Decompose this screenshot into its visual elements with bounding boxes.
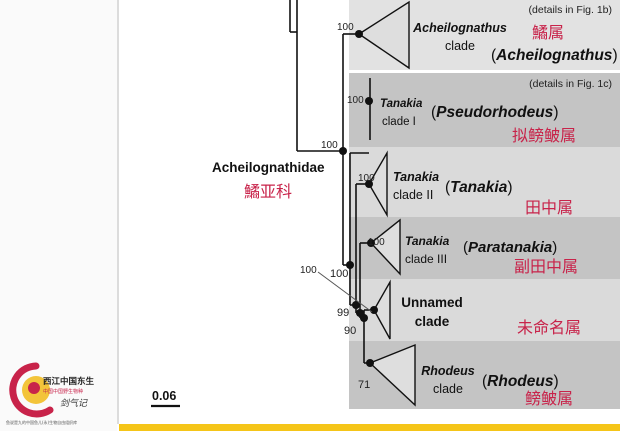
node-dot-inner xyxy=(346,261,354,269)
support-rhodeus: 71 xyxy=(358,379,370,391)
svg-text:鱼说是九的中国鱼儿(永)生物自由组织库: 鱼说是九的中国鱼儿(永)生物自由组织库 xyxy=(6,419,77,425)
genus-acheilognathus-line: (Acheilognathus) xyxy=(491,47,618,64)
node-dot-rhodeus-base xyxy=(360,314,368,322)
genus-rhodeus-line: (Rhodeus) xyxy=(482,373,559,390)
support-inner-node: 100 xyxy=(330,268,348,280)
clade-name-tanakia-iii: Tanakia xyxy=(405,234,450,248)
chinese-paratanakia: 副田中属 xyxy=(514,257,578,276)
triangle-acheilognathus xyxy=(357,0,410,70)
clade-word-tanakia-ii: clade II xyxy=(393,188,433,202)
triangle-rhodeus xyxy=(368,343,416,407)
node-dot-tanakia-clade-i xyxy=(365,97,373,105)
paren-open: ( xyxy=(445,179,451,196)
genus-pseudorhodeus-line: (Pseudorhodeus) xyxy=(431,104,558,121)
node-dot-99 xyxy=(352,301,360,309)
box-tanakia-clade-ii xyxy=(349,147,620,217)
chinese-unnamed: 未命名属 xyxy=(517,318,581,337)
left-margin-panel xyxy=(0,0,117,431)
details-note-fig-1b: (details in Fig. 1b) xyxy=(529,4,612,16)
clade-name-tanakia-ii: Tanakia xyxy=(393,170,439,184)
genus-pseudorhodeus: Pseudorhodeus xyxy=(436,104,554,121)
node-dot-family xyxy=(339,147,347,155)
genus-paratanakia-line: (Paratanakia) xyxy=(463,239,557,256)
support-node-99: 99 xyxy=(337,307,349,319)
svg-text:西江中国东生: 西江中国东生 xyxy=(43,376,95,387)
paren-close: ) xyxy=(507,179,512,196)
node-dot-tanakia-clade-ii xyxy=(365,180,373,188)
triangle-unnamed xyxy=(373,279,391,340)
family-chinese-name: 鱊亚科 xyxy=(244,183,292,201)
genus-rhodeus: Rhodeus xyxy=(487,373,554,390)
node-dots xyxy=(339,30,378,367)
box-unnamed xyxy=(349,279,620,341)
genus-paratanakia: Paratanakia xyxy=(468,239,552,256)
box-tanakia-clade-i xyxy=(349,73,620,147)
chinese-pseudorhodeus: 拟鳑鲏属 xyxy=(512,126,576,145)
support-tanakia-clade-ii: 100 xyxy=(358,173,375,184)
svg-text:剑气记: 剑气记 xyxy=(60,398,88,409)
node-dot-unnamed xyxy=(370,306,378,314)
left-divider xyxy=(117,0,119,424)
paren-open: ( xyxy=(431,104,437,121)
paren-close: ) xyxy=(553,373,558,390)
paren-close: ) xyxy=(552,239,557,256)
watermark-logo: 西江中国东生 中国中国野生物种 剑气记 鱼说是九的中国鱼儿(永)生物自由组织库 xyxy=(6,362,95,425)
support-tanakia-clade-i: 100 xyxy=(347,95,364,106)
clade-word-rhodeus: clade xyxy=(433,382,463,396)
scale-bar-label: 0.06 xyxy=(152,389,176,403)
clade-word-tanakia-iii: clade III xyxy=(405,252,447,266)
paren-open: ( xyxy=(482,373,488,390)
svg-text:中国中国野生物种: 中国中国野生物种 xyxy=(43,388,83,395)
bottom-accent-bar xyxy=(119,424,620,431)
support-acheilognathus: 100 xyxy=(337,22,354,33)
support-tanakia-clade-iii: 100 xyxy=(368,237,385,248)
triangle-tanakia-clade-ii xyxy=(368,150,388,218)
support-node-90: 90 xyxy=(344,325,356,337)
triangle-tanakia-clade-iii xyxy=(369,218,401,276)
clade-name-tanakia-i: Tanakia xyxy=(380,98,423,110)
clade-name-unnamed: Unnamed xyxy=(401,295,463,310)
paren-close: ) xyxy=(553,104,558,121)
node-dot-acheilognathus xyxy=(355,30,363,38)
genus-tanakia: Tanakia xyxy=(450,179,508,196)
chinese-tanakia: 田中属 xyxy=(525,198,573,217)
details-note-fig-1c: (details in Fig. 1c) xyxy=(529,78,612,90)
chinese-acheilognathus: 鱊属 xyxy=(532,23,564,42)
family-name: Acheilognathidae xyxy=(212,160,325,175)
clade-name-rhodeus: Rhodeus xyxy=(421,364,475,378)
support-callout: 100 xyxy=(300,265,317,276)
clade-word-tanakia-i: clade I xyxy=(382,116,416,128)
clade-triangles xyxy=(357,0,416,407)
node-dot-rhodeus xyxy=(366,359,374,367)
clade-name-acheilognathus: Acheilognathus xyxy=(412,21,507,35)
paren-open: ( xyxy=(491,47,497,64)
callout-leader-line xyxy=(317,271,373,313)
node-dot-tanakia-clade-iii xyxy=(367,239,375,247)
support-family-node: 100 xyxy=(321,140,338,151)
genus-acheilognathus: Acheilognathus xyxy=(495,47,613,64)
paren-open: ( xyxy=(463,239,468,256)
clade-word-unnamed: clade xyxy=(415,314,450,329)
paren-close: ) xyxy=(612,47,617,64)
chinese-rhodeus: 鳑鲏属 xyxy=(525,389,573,408)
genus-tanakia-line: (Tanakia) xyxy=(445,179,513,196)
clade-word-acheilognathus: clade xyxy=(445,39,475,53)
